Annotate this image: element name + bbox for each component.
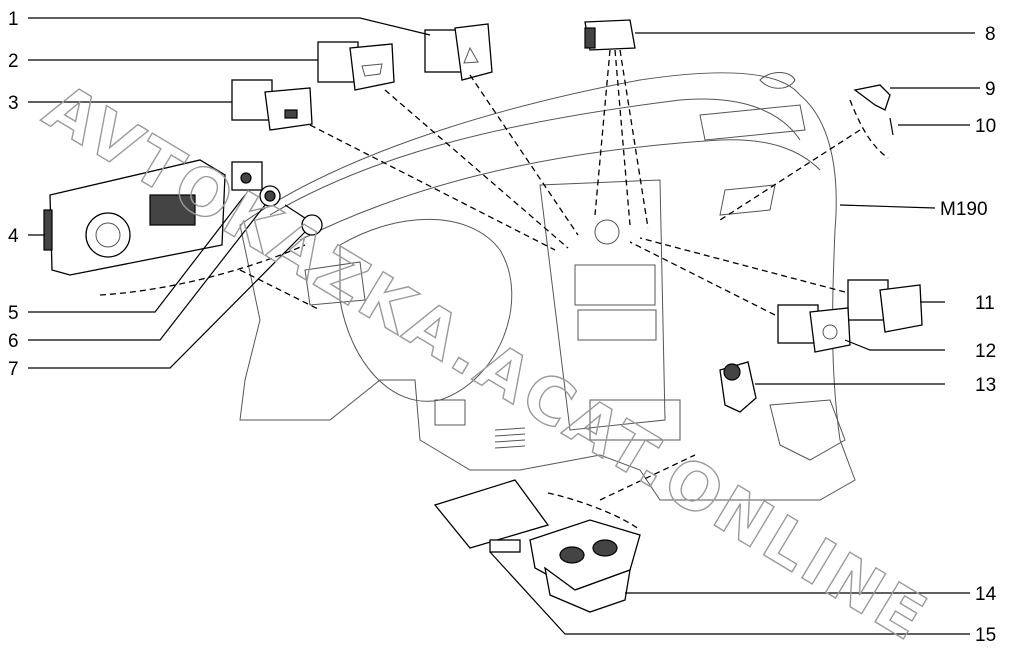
- callout-9: 9: [985, 79, 996, 100]
- callout-1: 1: [8, 9, 19, 30]
- callout-6: 6: [8, 331, 19, 352]
- bracket-9: [853, 84, 891, 111]
- assembly-arrows: [99, 49, 861, 531]
- switch-part-2: [317, 41, 395, 91]
- callout-5: 5: [8, 303, 19, 324]
- screw-10: [889, 117, 894, 136]
- callout-3: 3: [8, 93, 19, 114]
- callout-4: 4: [8, 226, 19, 247]
- switch-part-8: [584, 19, 636, 51]
- callout-7: 7: [8, 359, 19, 380]
- dashboard-outline: [239, 72, 856, 501]
- leader-lines: [28, 17, 980, 635]
- callout-13: 13: [975, 375, 996, 396]
- callout-10: 10: [975, 116, 996, 137]
- small-switch-5: [231, 161, 263, 191]
- diagram-code: M190: [940, 199, 988, 220]
- callout-11: 11: [975, 293, 995, 314]
- callout-8: 8: [985, 24, 996, 45]
- vent-grille: [494, 427, 526, 449]
- climate-control-panel: [43, 159, 226, 276]
- lighter-13: [719, 361, 757, 413]
- knob-6: [259, 185, 281, 207]
- knob-7: [284, 204, 323, 236]
- callout-15: 15: [975, 625, 996, 646]
- window-switch-14: [529, 519, 641, 613]
- switch-part-11: [847, 279, 923, 333]
- callout-14: 14: [975, 584, 997, 605]
- detail-arc-9-10: [849, 99, 889, 159]
- callout-2: 2: [8, 51, 19, 72]
- cover-15: [433, 479, 550, 553]
- callout-12: 12: [975, 341, 996, 362]
- callout-labels: 1 2 3 4 5 6 7 8 9 10 M190 11 12 13 14 15: [8, 9, 997, 646]
- switch-part-1: [424, 23, 493, 81]
- switch-part-3: [231, 79, 313, 131]
- switch-part-12: [777, 304, 851, 353]
